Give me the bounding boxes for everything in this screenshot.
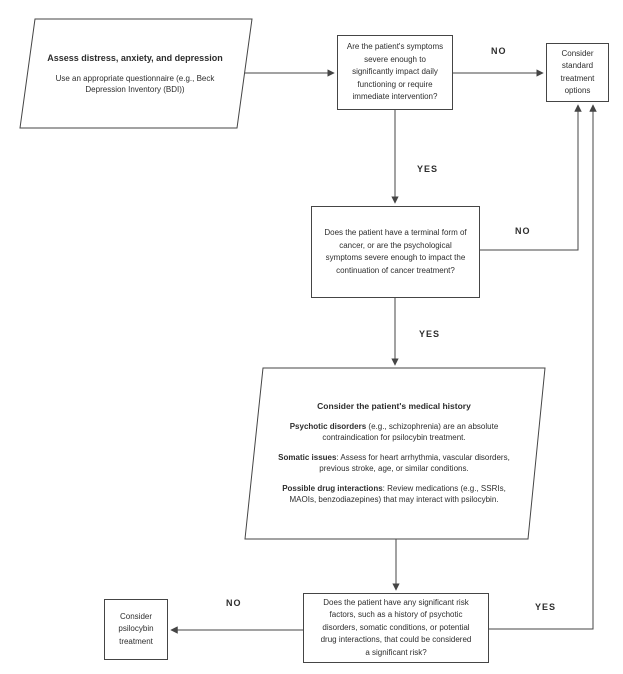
edge-risk-yes-to-standard	[489, 104, 597, 630]
edge-cancer-no-to-standard	[480, 104, 582, 251]
node-cancer-decision: Does the patient have a terminal form of…	[311, 206, 480, 298]
medical-history-somatic: Somatic issues: Assess for heart arrhyth…	[278, 452, 510, 475]
medical-history-psychotic-rest: (e.g., schizophrenia) are an absolute co…	[322, 421, 499, 443]
edge-label-cancer-no: NO	[515, 226, 531, 236]
medical-history-parallelogram	[244, 367, 546, 540]
assess-parallelogram	[19, 18, 253, 129]
node-psilocybin-treatment: Consider psilocybin treatment	[104, 599, 168, 660]
medical-history-heading: Consider the patient's medical history	[317, 401, 471, 412]
medical-history-somatic-rest: : Assess for heart arrhythmia, vascular …	[319, 452, 510, 474]
medical-history-somatic-lead: Somatic issues	[278, 452, 337, 462]
medical-history-psychotic-lead: Psychotic disorders	[289, 421, 367, 431]
assess-heading: Assess distress, anxiety, and depression	[47, 53, 223, 63]
medical-history-drug-interactions-lead: Possible drug interactions	[282, 483, 383, 493]
node-medical-history: Consider the patient's medical history P…	[254, 368, 534, 539]
psilocybin-treatment-text: Consider psilocybin treatment	[118, 611, 154, 646]
node-assess: Assess distress, anxiety, and depression…	[22, 24, 248, 124]
node-symptom-severity-decision: Are the patient's symptoms severe enough…	[337, 35, 453, 110]
edge-label-symptoms-yes: YES	[417, 164, 439, 174]
assess-body: Use an appropriate questionnaire (e.g., …	[55, 74, 215, 94]
edge-label-symptoms-no: NO	[491, 46, 507, 56]
edge-label-cancer-yes: YES	[419, 329, 441, 339]
symptom-severity-decision-text: Are the patient's symptoms severe enough…	[346, 42, 444, 102]
edge-label-risk-yes: YES	[535, 602, 557, 612]
edge-label-risk-no: NO	[226, 598, 242, 608]
standard-treatment-text: Consider standard treatment options	[560, 48, 595, 96]
cancer-decision-text: Does the patient have a terminal form of…	[324, 228, 467, 275]
risk-decision-text: Does the patient have any significant ri…	[320, 597, 472, 657]
medical-history-drug-interactions-rest: : Review medications (e.g., SSRIs, MAOIs…	[289, 483, 506, 505]
node-standard-treatment: Consider standard treatment options	[546, 43, 609, 102]
medical-history-drug-interactions: Possible drug interactions: Review medic…	[282, 483, 506, 506]
medical-history-psychotic: Psychotic disorders (e.g., schizophrenia…	[290, 421, 499, 444]
node-risk-decision: Does the patient have any significant ri…	[303, 593, 489, 663]
